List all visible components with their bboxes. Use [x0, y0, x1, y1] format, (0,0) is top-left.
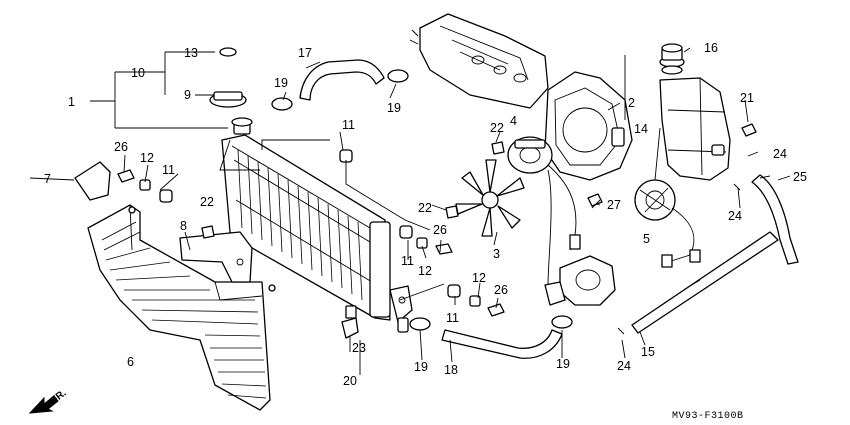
callout-24c: 24: [617, 359, 631, 373]
cylinder-head-cover: [409, 13, 549, 109]
clips: [617, 151, 759, 335]
callout-25: 25: [793, 170, 807, 184]
callout-24a: 24: [773, 147, 787, 161]
overflow-tube: [751, 174, 799, 265]
callout-11d: 11: [446, 311, 459, 325]
leader-lines: [29, 47, 791, 375]
front-direction-arrow: FR.: [28, 388, 69, 414]
fan-motor-assembly: [634, 179, 701, 268]
radiator-cap: [209, 91, 247, 108]
callout-18: 18: [444, 363, 458, 377]
siphon-tube: [631, 231, 779, 334]
callout-22c: 22: [418, 201, 432, 215]
callout-3: 3: [493, 247, 500, 261]
callout-9: 9: [184, 88, 191, 102]
mount-bracket-left: [74, 161, 111, 201]
callout-22b: 22: [200, 195, 214, 209]
callout-11a: 11: [342, 118, 355, 132]
thermo-switch: [341, 305, 359, 339]
callout-16: 16: [704, 41, 718, 55]
water-pump: [544, 255, 616, 306]
callout-13: 13: [184, 46, 198, 60]
callout-27: 27: [607, 198, 621, 212]
callout-12b: 12: [418, 264, 432, 278]
callout-1: 1: [68, 95, 75, 109]
radiator: [221, 117, 413, 333]
callout-19d: 19: [556, 357, 570, 371]
callout-12a: 12: [140, 151, 154, 165]
nuts: [201, 141, 505, 239]
grommets: [159, 149, 461, 298]
hose-clamps: [271, 69, 573, 331]
callout-17: 17: [298, 46, 312, 60]
callout-19b: 19: [387, 101, 401, 115]
fan-motor: [507, 136, 581, 286]
callout-24b: 24: [728, 209, 742, 223]
radiator-grille: [87, 204, 276, 411]
callout-12c: 12: [472, 271, 486, 285]
callout-19a: 19: [274, 76, 288, 90]
fan-blade: [455, 159, 525, 237]
callout-15: 15: [641, 345, 655, 359]
o-ring: [219, 47, 237, 57]
callout-22a: 22: [490, 121, 504, 135]
fan-shroud: [544, 71, 633, 181]
callout-7: 7: [44, 172, 51, 186]
callout-26a: 26: [114, 140, 128, 154]
callout-11b: 11: [162, 163, 175, 177]
radiator-bracket: [179, 231, 253, 283]
cap-seal: [661, 65, 683, 75]
collars: [139, 179, 481, 307]
callout-19c: 19: [414, 360, 428, 374]
callout-5: 5: [643, 232, 650, 246]
lower-radiator-hose: [441, 329, 563, 359]
diagram-code: MV93-F3100B: [672, 411, 744, 422]
upper-radiator-hose: [299, 59, 385, 101]
bolts: [117, 123, 757, 317]
callout-4: 4: [510, 114, 517, 128]
callout-26b: 26: [433, 223, 447, 237]
callout-10: 10: [131, 66, 145, 80]
callout-11c: 11: [401, 254, 414, 268]
callout-2: 2: [628, 96, 635, 110]
callout-26c: 26: [494, 283, 508, 297]
callout-14: 14: [634, 122, 648, 136]
callout-21: 21: [740, 91, 754, 105]
reserve-tank: [659, 43, 731, 181]
callout-20: 20: [343, 374, 357, 388]
callout-23: 23: [352, 341, 366, 355]
callout-8: 8: [180, 219, 187, 233]
callout-6: 6: [127, 355, 134, 369]
callout-labels: 1 2 3 4 5 6 7 8 9 10 11 11 11 11 12 12 1…: [44, 41, 807, 388]
